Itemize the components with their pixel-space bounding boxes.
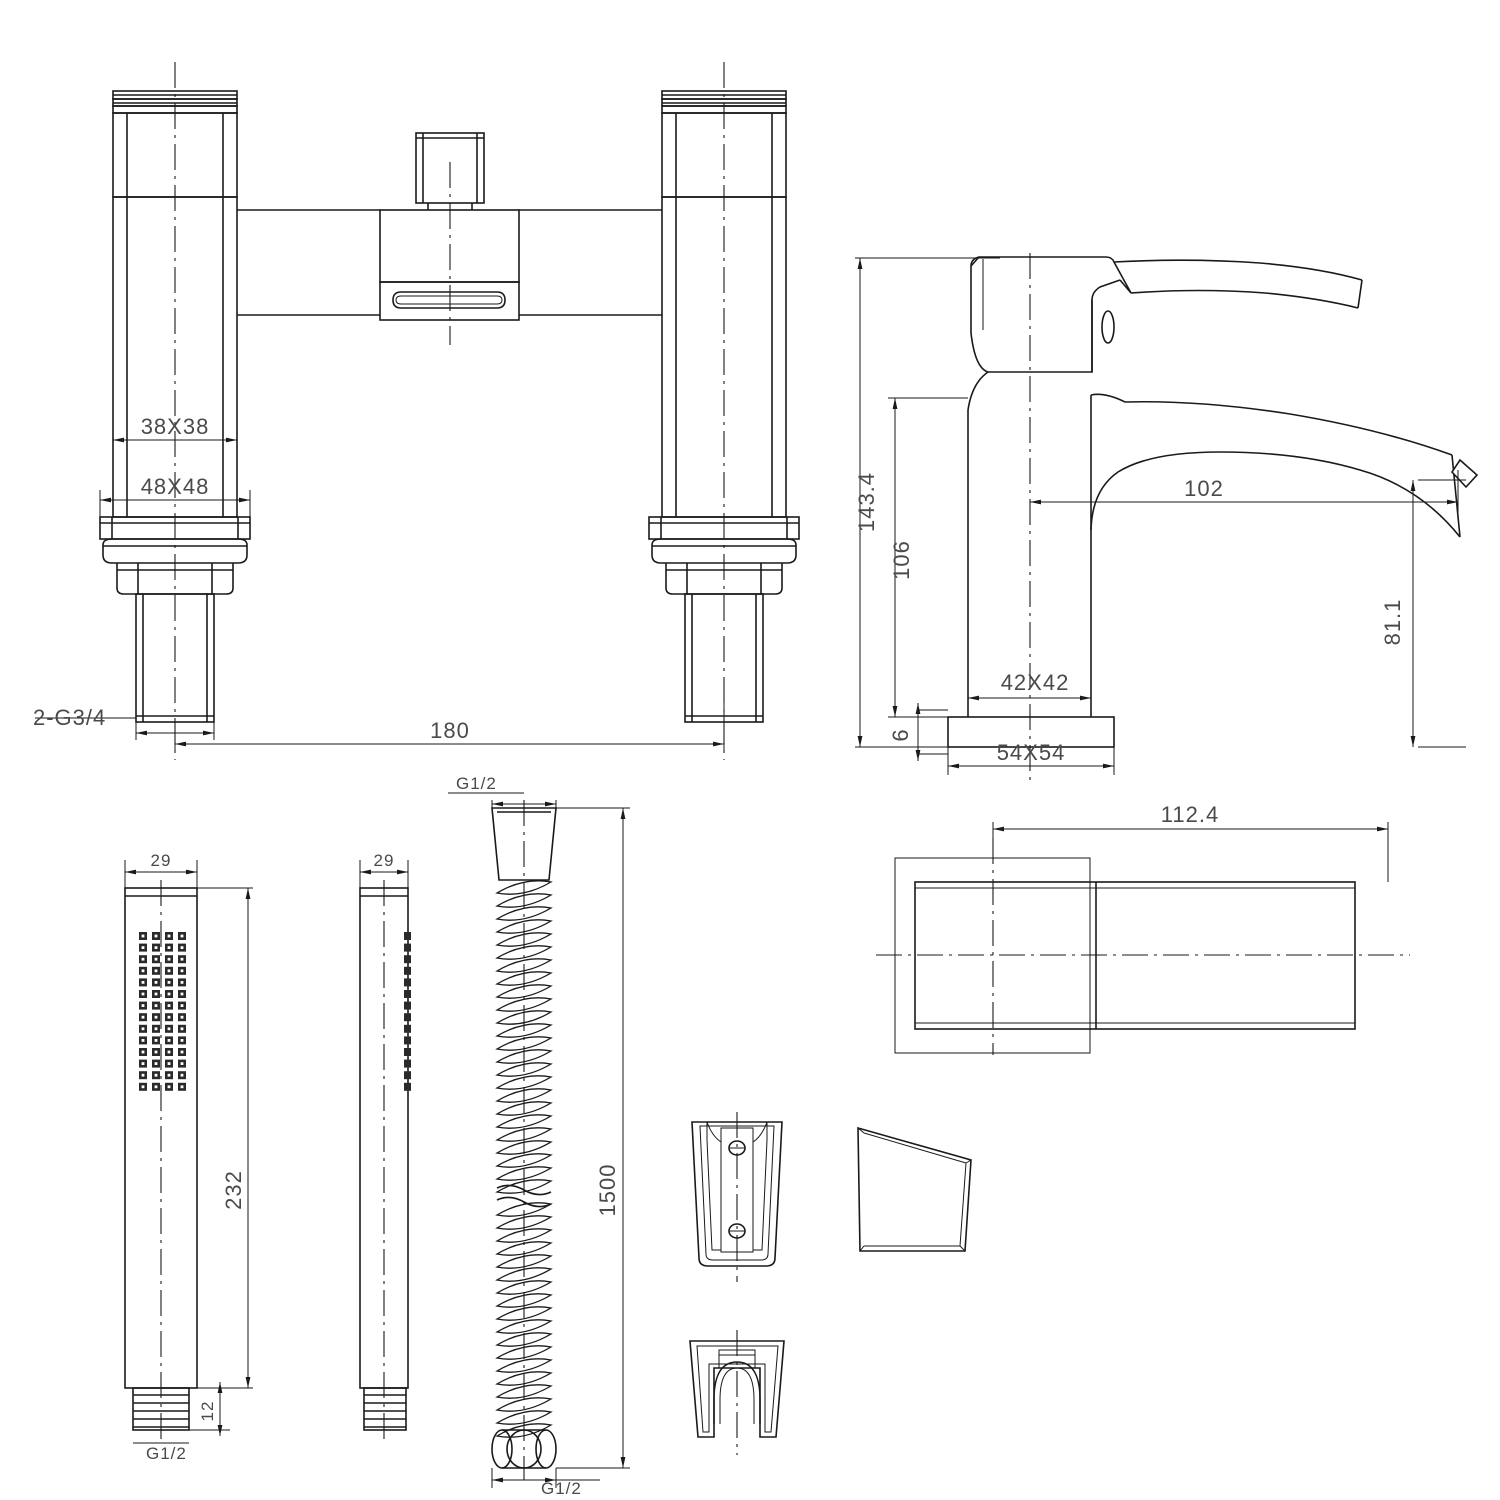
dim-hose-length: 1500 [595, 1164, 620, 1217]
handset-front-dimensions [124, 860, 253, 1444]
dim-plan-depth: 112.4 [1161, 802, 1219, 827]
shower-hose [491, 800, 557, 1480]
dim-body-width: 48X48 [141, 474, 210, 499]
handset-side-view [359, 880, 409, 1445]
bath-filler-right-pillar [648, 62, 800, 760]
basin-mixer-dimensions [855, 257, 1466, 775]
dim-spout-reach: 102 [1184, 476, 1224, 501]
dim-thread-length: 12 [198, 1401, 217, 1422]
dim-centres-180: 180 [430, 718, 470, 743]
handset-front-view [124, 880, 198, 1445]
dim-body-section: 42X42 [1001, 670, 1070, 695]
handset-side-holes [404, 932, 411, 1091]
hose-dimensions [448, 792, 630, 1488]
dim-thread-g34: 2-G3/4 [33, 705, 106, 730]
dim-handset-length: 232 [221, 1170, 246, 1210]
basin-mixer-elevation [947, 253, 1479, 780]
dim-hose-thread-top: G1/2 [456, 774, 497, 793]
dim-handle-width: 38X38 [141, 414, 210, 439]
dim-handset-thread: G1/2 [146, 1444, 187, 1463]
dim-handset-width-side: 29 [374, 851, 395, 870]
basin-mixer-plan-view [876, 838, 1410, 1055]
dim-hose-thread-bottom: G1/2 [541, 1479, 582, 1498]
bath-filler-left-pillar [99, 62, 251, 760]
plan-view-dimensions [992, 822, 1389, 882]
dim-overall-height: 143.4 [854, 472, 879, 532]
dim-base-thickness: 6 [888, 728, 913, 741]
dim-base-section: 54X54 [997, 740, 1066, 765]
dim-body-height: 106 [889, 540, 914, 580]
dim-spout-height: 81.1 [1380, 599, 1405, 646]
bath-filler-body [237, 132, 662, 345]
handset-side-dimensions [359, 860, 409, 888]
handset-spray-holes [139, 932, 186, 1091]
wall-bracket-side [857, 1126, 972, 1252]
handset-cradle [689, 1330, 785, 1455]
dim-handset-width-front: 29 [151, 851, 172, 870]
dimension-labels: 38X38 48X48 2-G3/4 180 143.4 106 81.1 10… [33, 414, 1405, 1498]
wall-bracket-front [691, 1112, 783, 1282]
bath-filler-dimensions [35, 428, 725, 752]
